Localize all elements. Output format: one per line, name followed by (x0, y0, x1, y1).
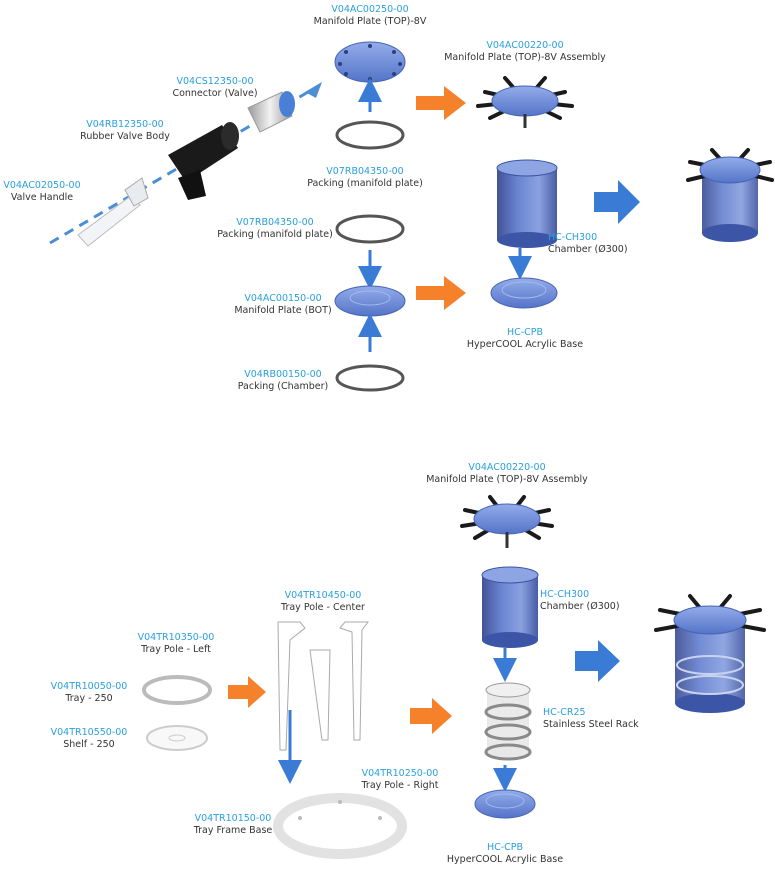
part-code: HC-CPB (506, 327, 544, 338)
part-code: V07RB04350-00 (326, 166, 404, 177)
manifold-plate-top-part (334, 41, 406, 83)
stainless-rack-part (484, 682, 532, 761)
part-name: Valve Handle (10, 192, 74, 203)
part-name: Manifold Plate (BOT) (234, 305, 332, 316)
part-code: V04AC00220-00 (486, 40, 564, 51)
label-manifold-top: V04AC00250-00 Manifold Plate (TOP)-8V (300, 4, 440, 28)
orange-arrow-2 (416, 276, 466, 310)
part-code: V04TR10550-00 (50, 727, 128, 738)
blue-arrow-final-top (594, 180, 640, 224)
label-rubber-valve: V04RB12350-00 Rubber Valve Body (70, 119, 180, 143)
valve-handle-part (77, 177, 149, 247)
part-name: Tray Pole - Right (361, 780, 439, 791)
part-name: Manifold Plate (TOP)-8V (313, 16, 427, 27)
part-name: HyperCOOL Acrylic Base (446, 854, 564, 865)
part-code: V04TR10450-00 (284, 590, 362, 601)
part-code: V04RB00150-00 (244, 369, 322, 380)
shelf-hole (168, 734, 186, 742)
part-code: V04AC00250-00 (331, 4, 409, 15)
tray-frame-base-part (273, 793, 407, 859)
acrylic-base-part-2 (474, 789, 536, 819)
orange-arrow-3 (228, 676, 266, 708)
connector-part (247, 91, 295, 133)
part-name: Chamber (Ø300) (540, 601, 620, 612)
part-code: V04RB12350-00 (86, 119, 164, 130)
orange-arrow-1 (416, 86, 466, 120)
label-packing-manifold-2: V07RB04350-00 Packing (manifold plate) (210, 217, 340, 241)
label-acrylic-base: HC-CPB HyperCOOL Acrylic Base (450, 327, 600, 351)
label-tray-pole-center: V04TR10450-00 Tray Pole - Center (268, 590, 378, 614)
part-name: Packing (manifold plate) (307, 178, 423, 189)
part-code: HC-CH300 (548, 232, 598, 243)
label-manifold-bot: V04AC00150-00 Manifold Plate (BOT) (228, 293, 338, 317)
part-name: Tray Pole - Left (141, 644, 211, 655)
part-name: Packing (Chamber) (237, 381, 329, 392)
label-chamber-2: HC-CH300 Chamber (Ø300) (540, 589, 620, 613)
label-tray-pole-right: V04TR10250-00 Tray Pole - Right (345, 768, 455, 792)
shelf-disc (146, 725, 208, 751)
part-code: V07RB04350-00 (236, 217, 314, 228)
label-packing-chamber: V04RB00150-00 Packing (Chamber) (228, 369, 338, 393)
manifold-top-assembly-part (476, 76, 574, 128)
packing-chamber-ring (335, 364, 405, 392)
part-code: HC-CPB (486, 842, 524, 853)
part-code: V04TR10050-00 (50, 681, 128, 692)
tray-poles-part (277, 621, 369, 751)
blue-arrow-final-bottom (575, 640, 620, 682)
part-name: Tray - 250 (65, 693, 113, 704)
label-manifold-assembly-2: V04AC00220-00 Manifold Plate (TOP)-8V As… (422, 462, 592, 486)
packing-manifold-ring-2 (335, 214, 405, 244)
manifold-top-assembly-part-2 (460, 495, 554, 548)
part-name: Stainless Steel Rack (543, 719, 639, 730)
label-tray-frame-base: V04TR10150-00 Tray Frame Base (180, 813, 286, 837)
guide-arrowhead (305, 82, 322, 98)
chamber-part (496, 159, 558, 248)
part-code: V04CS12350-00 (176, 76, 254, 87)
part-name: Chamber (Ø300) (548, 244, 628, 255)
part-name: Packing (manifold plate) (217, 229, 333, 240)
label-manifold-assembly: V04AC00220-00 Manifold Plate (TOP)-8V As… (440, 40, 610, 64)
part-code: V04AC00150-00 (244, 293, 322, 304)
part-code: V04TR10350-00 (137, 632, 215, 643)
manifold-plate-bot-part (334, 285, 406, 317)
part-code: V04TR10150-00 (194, 813, 272, 824)
label-rack: HC-CR25 Stainless Steel Rack (543, 707, 643, 731)
final-assembly-bottom (654, 594, 766, 713)
part-code: HC-CH300 (540, 589, 590, 600)
chamber-part-2 (481, 566, 539, 648)
label-packing-manifold-1: V07RB04350-00 Packing (manifold plate) (300, 166, 430, 190)
part-name: Tray Frame Base (193, 825, 273, 836)
part-name: Shelf - 250 (63, 739, 115, 750)
part-name: Manifold Plate (TOP)-8V Assembly (426, 474, 588, 485)
label-acrylic-base-2: HC-CPB HyperCOOL Acrylic Base (430, 842, 580, 866)
label-tray: V04TR10050-00 Tray - 250 (42, 681, 136, 705)
label-shelf: V04TR10550-00 Shelf - 250 (42, 727, 136, 751)
label-tray-pole-left: V04TR10350-00 Tray Pole - Left (126, 632, 226, 656)
part-code: HC-CR25 (543, 707, 586, 718)
part-name: Manifold Plate (TOP)-8V Assembly (444, 52, 606, 63)
packing-manifold-ring-1 (335, 120, 405, 150)
part-code: V04AC00220-00 (468, 462, 546, 473)
acrylic-base-part (490, 277, 558, 309)
part-name: Tray Pole - Center (281, 602, 365, 613)
label-chamber: HC-CH300 Chamber (Ø300) (548, 232, 628, 256)
part-code: V04AC02050-00 (3, 180, 81, 191)
part-name: Connector (Valve) (172, 88, 258, 99)
final-assembly-top (686, 148, 774, 242)
part-name: HyperCOOL Acrylic Base (466, 339, 584, 350)
orange-arrow-4 (410, 698, 452, 734)
part-code: V04TR10250-00 (361, 768, 439, 779)
tray-ring (142, 675, 212, 705)
label-valve-handle: V04AC02050-00 Valve Handle (0, 180, 84, 204)
label-connector: V04CS12350-00 Connector (Valve) (160, 76, 270, 100)
part-name: Rubber Valve Body (80, 131, 170, 142)
rubber-valve-body-part (168, 122, 239, 200)
